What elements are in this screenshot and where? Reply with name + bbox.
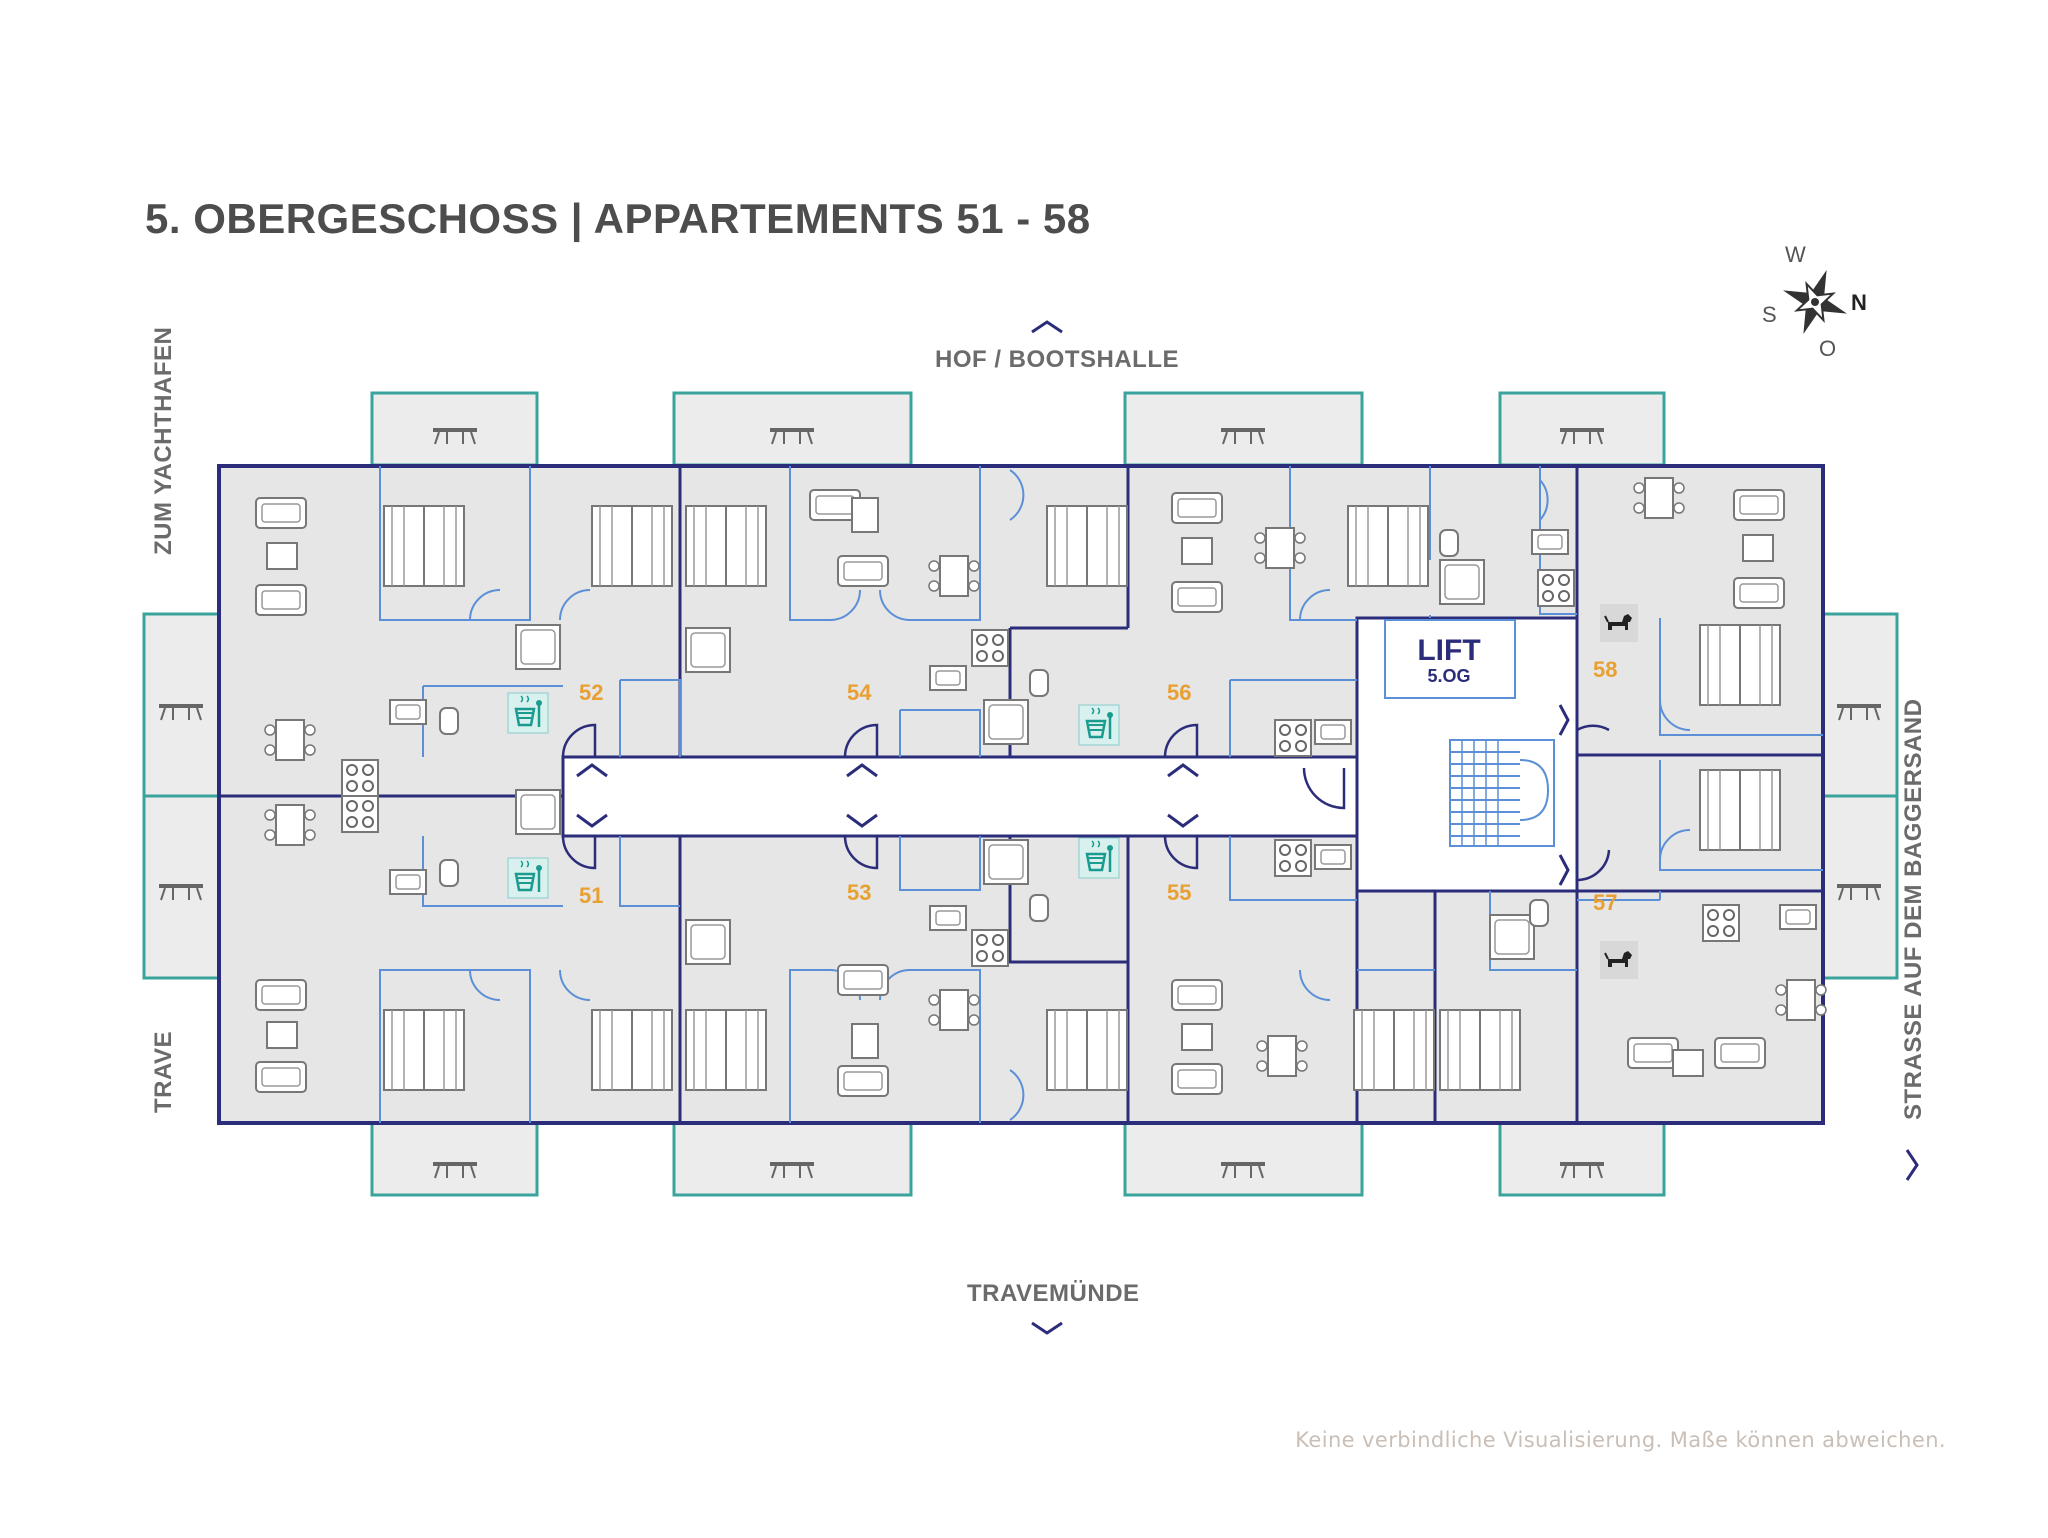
compass-o: O (1819, 336, 1836, 361)
page-title: 5. OBERGESCHOSS | APPARTEMENTS 51 - 58 (145, 195, 1091, 242)
apartment-54-label: 54 (847, 680, 872, 705)
compass-w: W (1785, 242, 1806, 267)
interior-walls (379, 466, 1823, 1123)
chevron-right-icon (1905, 1149, 1919, 1181)
compass-rose-icon: W N S O (1762, 242, 1867, 361)
apartment-58-label: 58 (1593, 657, 1617, 682)
corridor (561, 755, 1360, 838)
apartment-53-label: 53 (847, 880, 871, 905)
balconies-top (370, 391, 1666, 467)
disclaimer-text: Keine verbindliche Visualisierung. Maße … (1295, 1428, 1946, 1452)
chevron-right-icon (1558, 704, 1570, 736)
apartment-55-label: 55 (1167, 880, 1191, 905)
lift-shaft (1384, 619, 1516, 699)
staircase (1449, 739, 1555, 847)
lift-floor: 5.OG (1427, 666, 1470, 686)
direction-top-label: HOF / BOOTSHALLE (935, 346, 1179, 373)
lift-label: LIFT (1417, 634, 1480, 667)
corridor-chevrons (576, 763, 1199, 828)
apartment-51-label: 51 (579, 883, 603, 908)
compass-s: S (1762, 302, 1777, 327)
furniture (255, 477, 1827, 1097)
apartment-52-label: 52 (579, 680, 603, 705)
compass-n: N (1851, 290, 1867, 315)
apartment-56-label: 56 (1167, 680, 1191, 705)
chevron-up-icon (1031, 320, 1063, 334)
door-arcs (561, 723, 1611, 882)
chevron-down-icon (1031, 1321, 1063, 1335)
balconies-bottom (370, 1121, 1666, 1197)
direction-bottom-label: TRAVEMÜNDE (967, 1280, 1140, 1307)
apartment-57-label: 57 (1593, 890, 1617, 915)
chevron-right-icon (1558, 854, 1570, 886)
